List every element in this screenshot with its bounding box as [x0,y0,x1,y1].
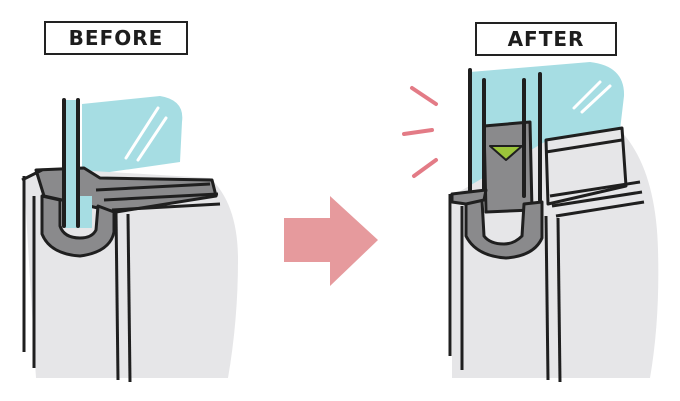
before-label: BEFORE [44,21,188,55]
before-window-frame [21,96,238,383]
after-label: AFTER [475,22,617,56]
after-groove [464,196,544,260]
before-glass-pane [82,96,183,176]
after-window-frame [448,62,659,383]
right-arrow-icon [284,196,378,286]
before-groove [40,194,116,258]
indicator-triangle-icon [489,145,523,161]
emphasis-lines-icon [402,86,438,178]
